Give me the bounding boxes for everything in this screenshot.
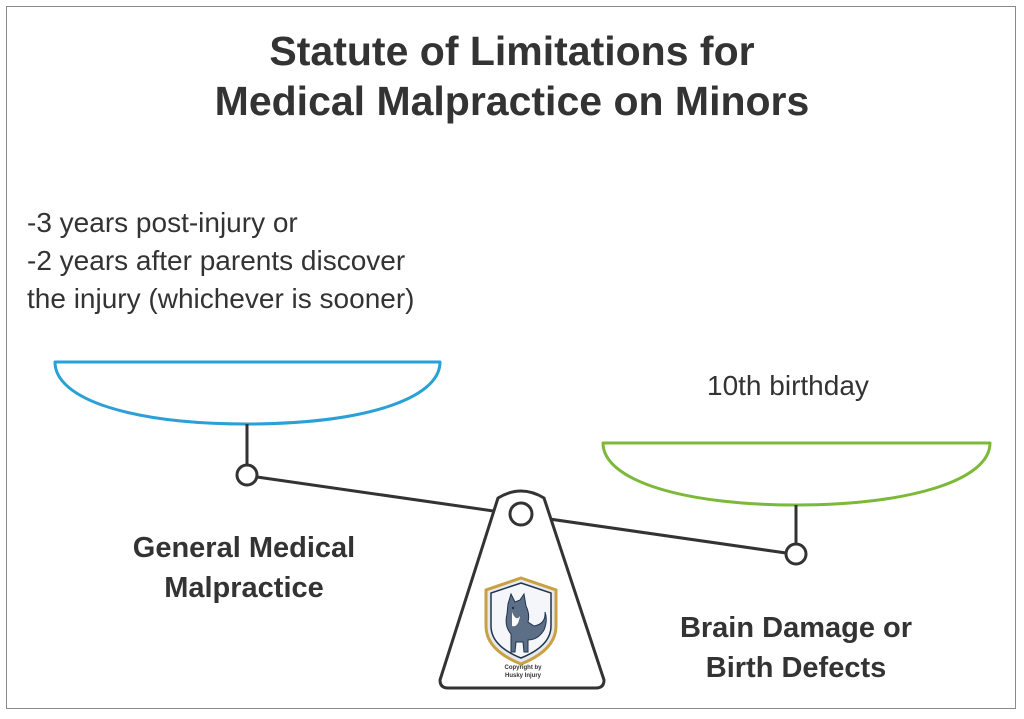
- left-pan: [53, 360, 442, 426]
- left-pan-note: -3 years post-injury or -2 years after p…: [27, 204, 415, 318]
- title-line-2: Medical Malpractice on Minors: [214, 78, 810, 124]
- right-label-line-2: Birth Defects: [705, 652, 887, 684]
- husky-shield-logo: [484, 576, 558, 666]
- left-pivot: [235, 463, 259, 487]
- right-label-line-1: Brain Damage or: [679, 612, 913, 644]
- left-note-line-1: -3 years post-injury or: [27, 207, 298, 238]
- right-pan-label: Brain Damage or Birth Defects: [646, 608, 946, 688]
- left-pan-label: General Medical Malpractice: [94, 528, 394, 608]
- left-note-line-2: -2 years after parents discover: [27, 245, 406, 276]
- logo-caption: Copyright by Husky Injury: [478, 664, 568, 680]
- logo-caption-line-2: Husky Injury: [504, 673, 541, 679]
- right-pan-note: 10th birthday: [707, 370, 869, 401]
- left-note-line-3: the injury (whichever is sooner): [27, 283, 415, 314]
- page-title: Statute of Limitations for Medical Malpr…: [0, 26, 1024, 126]
- title-line-1: Statute of Limitations for: [269, 28, 755, 74]
- logo-caption-line-1: Copyright by: [504, 665, 542, 671]
- left-label-line-2: Malpractice: [164, 572, 324, 604]
- right-pan: [601, 441, 992, 507]
- center-pivot: [508, 501, 534, 527]
- right-pivot: [784, 542, 808, 566]
- left-label-line-1: General Medical: [132, 532, 356, 564]
